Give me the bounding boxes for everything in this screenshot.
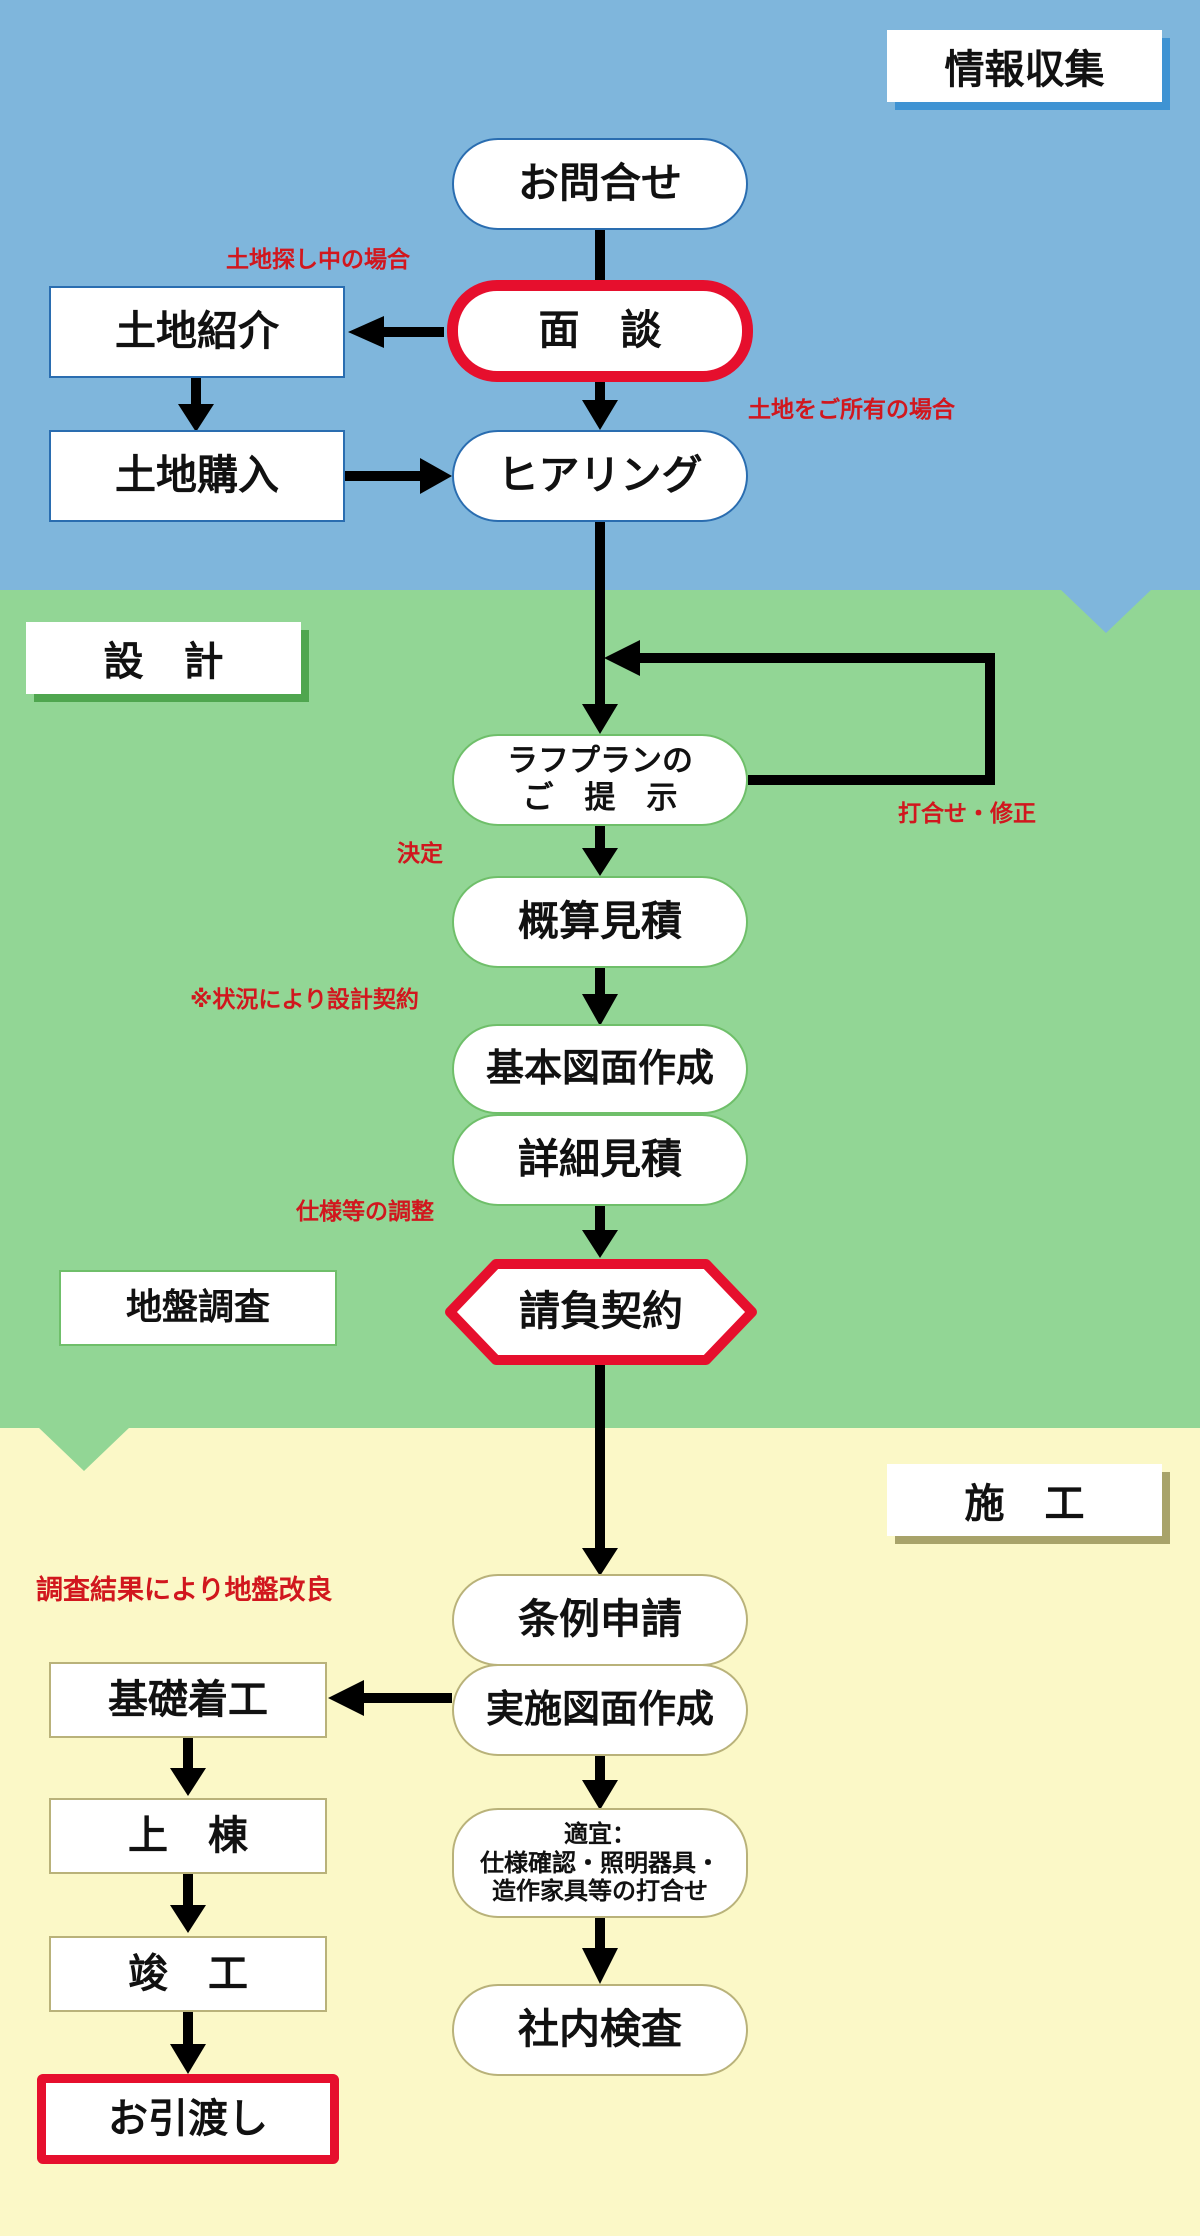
info-band-notch	[1060, 589, 1152, 633]
note-own-land: 土地をご所有の場合	[748, 397, 955, 423]
note-spec-adjust: 仕様等の調整	[296, 1199, 434, 1225]
note-searching-land: 土地探し中の場合	[226, 247, 410, 273]
node-foundation: 基礎着工	[49, 1662, 327, 1738]
note-revise: 打合せ・修正	[898, 801, 1036, 827]
note-ground-improve: 調査結果により地盤改良	[36, 1575, 333, 1606]
node-land-intro: 土地紹介	[49, 286, 345, 378]
node-inspection: 社内検査	[452, 1984, 748, 2076]
arrowhead	[582, 704, 618, 734]
arrowhead	[178, 404, 214, 432]
arrowhead	[420, 458, 452, 494]
phase-label-info: 情報収集	[887, 30, 1162, 102]
arrowhead	[582, 1948, 618, 1984]
design-band-notch	[38, 1427, 130, 1471]
connector-revision-loop	[640, 653, 995, 785]
arrowhead	[348, 316, 384, 348]
note-decision: 決定	[397, 841, 443, 867]
node-handover: お引渡し	[37, 2074, 339, 2164]
node-land-purchase: 土地購入	[49, 430, 345, 522]
phase-label-construction: 施 工	[887, 1464, 1162, 1536]
arrowhead	[170, 2044, 206, 2074]
node-inquiry: お問合せ	[452, 138, 748, 230]
node-exec-drawing: 実施図面作成	[452, 1664, 748, 1756]
arrowhead	[582, 400, 618, 430]
node-rough-plan: ラフプランの ご 提 示	[452, 734, 748, 826]
node-basic-drawing: 基本図面作成	[452, 1024, 748, 1114]
arrowhead	[170, 1768, 206, 1796]
node-framing: 上 棟	[49, 1798, 327, 1874]
arrowhead	[582, 1230, 618, 1258]
arrowhead	[170, 1905, 206, 1933]
contract-hexagon	[445, 1259, 757, 1365]
node-estimate: 概算見積	[452, 876, 748, 968]
arrowhead	[582, 1548, 618, 1576]
node-hearing: ヒアリング	[452, 430, 748, 522]
arrowhead	[582, 1780, 618, 1810]
node-meeting: 適宜： 仕様確認・照明器具・ 造作家具等の打合せ	[452, 1808, 748, 1918]
node-completion: 竣 工	[49, 1936, 327, 2012]
node-detail-estimate: 詳細見積	[452, 1114, 748, 1206]
node-interview: 面 談	[447, 280, 753, 382]
node-ordinance: 条例申請	[452, 1574, 748, 1666]
note-design-contract: ※状況により設計契約	[190, 987, 419, 1013]
arrowhead	[582, 994, 618, 1026]
phase-label-design: 設 計	[26, 622, 301, 694]
arrowhead	[604, 640, 640, 676]
node-ground-survey: 地盤調査	[59, 1270, 337, 1346]
arrowhead	[582, 848, 618, 876]
arrowhead	[328, 1680, 364, 1716]
node-contract: 請負契約	[519, 1287, 683, 1336]
